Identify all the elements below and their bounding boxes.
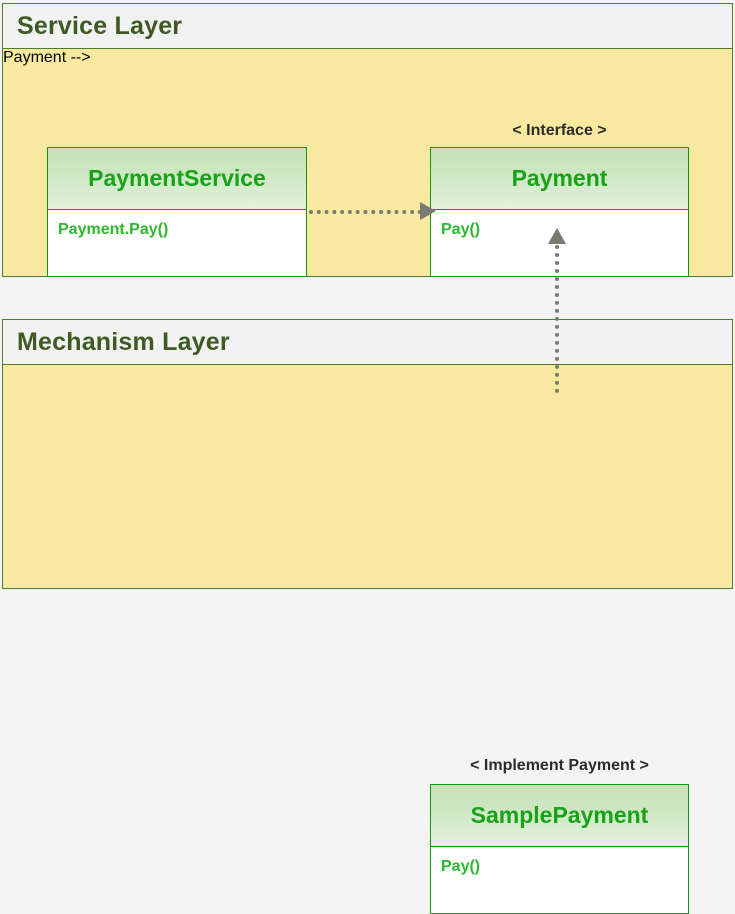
- layer-title-mechanism: Mechanism Layer: [17, 327, 230, 356]
- class-members-payment-service: Payment.Pay(): [48, 210, 306, 276]
- connector-dependency-line: [309, 210, 422, 214]
- class-member-payment-0: Pay(): [441, 221, 481, 238]
- connector-realization-line: [555, 245, 559, 393]
- layer-panel-service[interactable]: Service Layer PaymentService Payment.Pay…: [2, 3, 733, 277]
- stereotype-label-payment: < Interface >: [512, 122, 607, 139]
- class-member-sample-payment-0: Pay(): [441, 858, 481, 875]
- class-box-payment-service[interactable]: PaymentService Payment.Pay(): [47, 147, 307, 277]
- layer-panel-mechanism[interactable]: Mechanism Layer < Implement Payment > Sa…: [2, 319, 733, 914]
- class-member-payment-service-0: Payment.Pay(): [58, 221, 169, 238]
- class-name-payment: Payment: [511, 165, 608, 191]
- class-name-sample-payment: SamplePayment: [470, 802, 649, 828]
- connector-dependency-arrowhead-icon: [420, 202, 436, 220]
- class-header-payment-service: PaymentService: [48, 148, 306, 210]
- layer-title-bar-service: Service Layer: [3, 4, 732, 49]
- class-header-payment: Payment: [431, 148, 688, 210]
- class-box-payment[interactable]: Payment Pay(): [430, 147, 689, 277]
- class-name-payment-service: PaymentService: [88, 165, 266, 191]
- class-header-sample-payment: SamplePayment: [431, 785, 688, 847]
- class-box-sample-payment[interactable]: SamplePayment Pay(): [430, 784, 689, 914]
- layer-title-bar-mechanism: Mechanism Layer: [3, 320, 732, 365]
- layer-body-service: PaymentService Payment.Pay() < Interface…: [3, 49, 732, 277]
- diagram-canvas: Service Layer PaymentService Payment.Pay…: [2, 3, 733, 914]
- class-members-sample-payment: Pay(): [431, 847, 688, 913]
- connector-realization-arrowhead-icon: [548, 228, 566, 244]
- layer-body-mechanism: < Implement Payment > SamplePayment Pay(…: [3, 365, 732, 914]
- stereotype-label-sample-payment: < Implement Payment >: [470, 757, 649, 774]
- layer-title-service: Service Layer: [17, 11, 183, 40]
